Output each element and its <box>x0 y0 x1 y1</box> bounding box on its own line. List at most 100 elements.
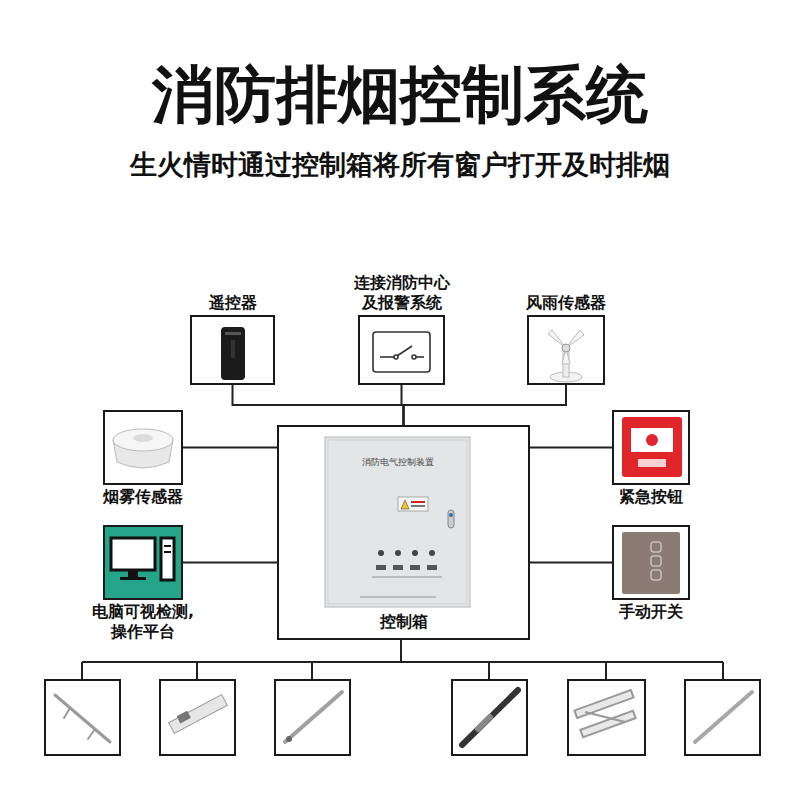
emergency-button-icon <box>646 434 658 446</box>
control-cabinet <box>360 596 436 598</box>
remote-icon <box>221 327 245 380</box>
computer-icon <box>120 577 146 580</box>
emergency-button-icon <box>638 459 666 467</box>
tube-actuator <box>462 690 518 745</box>
label-group: 手动开关 <box>619 602 683 622</box>
title: 消防排烟控制系统 <box>0 62 800 127</box>
label-group: 紧急按钮 <box>619 487 683 507</box>
actuator-wiring <box>196 662 198 680</box>
wind-sensor-icon <box>548 330 584 382</box>
rod-actuator <box>695 692 752 742</box>
switch-symbol <box>380 356 394 358</box>
control-cabinet <box>325 437 470 607</box>
device-label: 紧急按钮 <box>619 487 683 507</box>
actuator-wiring <box>400 640 402 662</box>
wire <box>530 562 612 564</box>
control-cabinet <box>376 565 386 570</box>
actuator-boxes <box>275 680 350 755</box>
manual-switch-icon <box>622 532 680 594</box>
device-box: 连接消防中心 及报警系统 <box>358 315 445 385</box>
device-box: 遥控器 <box>190 315 275 385</box>
wire <box>233 385 404 425</box>
chain-actuator <box>55 695 110 742</box>
emergency-button-icon <box>622 417 682 477</box>
wind-sensor-icon <box>562 344 570 352</box>
actuator-boxes <box>685 680 760 755</box>
wire <box>183 447 277 449</box>
actuator-wiring <box>605 662 607 680</box>
emergency-button-icon <box>631 428 673 452</box>
cabinet-text: 消防电气控制装置 <box>348 457 448 468</box>
smoke-detector-icon <box>113 429 173 451</box>
switch-symbol <box>373 332 430 372</box>
wire <box>404 385 567 425</box>
control-cabinet <box>411 505 425 507</box>
actuator-boxes <box>160 680 235 755</box>
actuator-boxes <box>45 680 760 755</box>
control-cabinet <box>448 510 454 528</box>
remote-icon <box>221 327 245 380</box>
subtitle: 生火情时通过控制箱将所有窗户打开及时排烟 <box>0 149 800 181</box>
wire <box>183 562 277 564</box>
computer-icon <box>105 527 181 598</box>
device-box: 控制箱 <box>277 425 530 640</box>
linear-actuator <box>285 692 342 742</box>
computer-icon <box>164 551 171 553</box>
computer-icon <box>164 545 171 547</box>
scissor-actuator <box>580 711 635 738</box>
chain-actuator <box>64 708 70 718</box>
chain-actuator <box>88 729 95 739</box>
control-cabinet <box>372 576 442 578</box>
label-group: 烟雾传感器 <box>103 487 183 507</box>
control-cabinet <box>401 500 409 509</box>
device-label: 连接消防中心 及报警系统 <box>349 273 455 313</box>
manual-switch-icon <box>622 532 680 594</box>
window-opener <box>169 695 228 734</box>
computer-icon <box>161 538 174 580</box>
switch-symbol <box>397 346 412 356</box>
control-cabinet <box>411 501 425 503</box>
remote-icon <box>231 340 235 358</box>
device-label: 遥控器 <box>209 293 257 313</box>
tube-actuator <box>462 690 518 745</box>
manual-switch-icon <box>651 556 661 566</box>
control-cabinet <box>449 513 453 517</box>
label-group: 风雨传感器 <box>526 293 606 313</box>
linear-actuator <box>286 736 292 742</box>
actuator-boxes <box>45 680 120 755</box>
linear-actuator <box>285 692 342 742</box>
control-cabinet <box>398 497 428 511</box>
device-box: 紧急按钮 <box>612 410 690 485</box>
actuator-boxes <box>568 680 645 755</box>
control-cabinet <box>393 565 403 570</box>
label-group: 连接消防中心 及报警系统 <box>349 273 455 313</box>
smoke-detector-icon <box>113 429 173 468</box>
actuator-wiring <box>82 661 723 663</box>
label-group: 遥控器 <box>209 293 257 313</box>
label-group: 电脑可视检测, 操作平台 <box>82 602 204 642</box>
remote-icon <box>225 332 241 335</box>
device-box: 手动开关 <box>612 525 690 600</box>
control-cabinet <box>429 550 435 556</box>
actuator-wiring <box>488 662 490 680</box>
device-box: 风雨传感器 <box>527 315 605 385</box>
device-label: 电脑可视检测, 操作平台 <box>82 602 204 642</box>
control-cabinet <box>410 565 420 570</box>
switch-symbol <box>373 332 430 372</box>
control-cabinet <box>378 550 384 556</box>
scissor-actuator <box>574 690 635 737</box>
tube-actuator <box>478 717 490 729</box>
scissor-actuator <box>585 712 625 722</box>
actuator-wiring <box>722 662 724 680</box>
window-opener <box>177 711 191 724</box>
computer-icon <box>128 571 138 577</box>
actuator-wiring <box>82 640 723 680</box>
window-opener <box>169 695 228 734</box>
device-label: 烟雾传感器 <box>103 487 183 507</box>
device-label: 风雨传感器 <box>526 293 606 313</box>
smoke-detector-icon <box>133 434 153 442</box>
device-box: 烟雾传感器 <box>103 410 183 485</box>
control-cabinet <box>395 550 401 556</box>
device-label: 控制箱 <box>380 612 428 632</box>
